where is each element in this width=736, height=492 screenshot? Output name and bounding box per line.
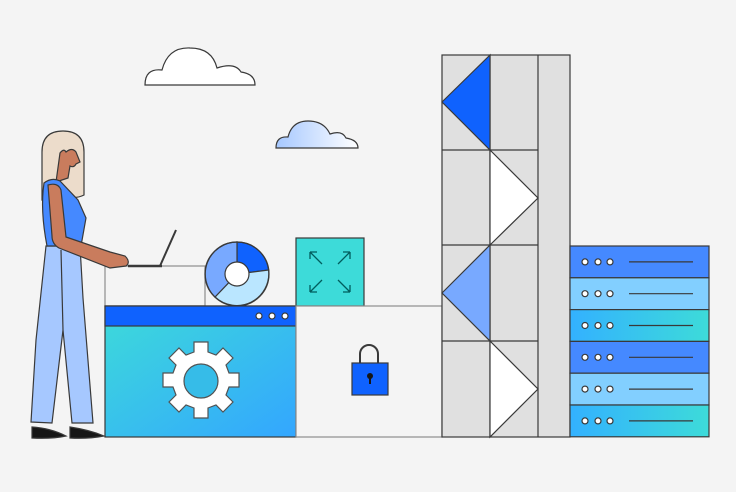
arm bbox=[47, 183, 129, 269]
lock-box bbox=[295, 305, 443, 438]
server-led bbox=[606, 321, 614, 330]
server-led bbox=[606, 258, 614, 266]
triangle bbox=[489, 339, 539, 439]
server-led bbox=[606, 290, 614, 298]
laptop-icon bbox=[128, 229, 177, 268]
server-led bbox=[581, 417, 589, 425]
settings-window bbox=[104, 305, 297, 438]
tower bbox=[441, 53, 571, 439]
server-row bbox=[569, 277, 710, 311]
server-led bbox=[581, 321, 589, 330]
window-dot bbox=[255, 312, 263, 320]
window-dot bbox=[281, 312, 289, 320]
expand-arrows-icon bbox=[295, 237, 365, 307]
person bbox=[30, 130, 129, 439]
server-led bbox=[606, 385, 614, 393]
legs-feet bbox=[31, 426, 107, 439]
server-led bbox=[594, 385, 602, 393]
server-led bbox=[594, 353, 602, 361]
server-row bbox=[569, 245, 710, 279]
server-row bbox=[569, 340, 710, 374]
server-led bbox=[594, 417, 602, 425]
back-box bbox=[104, 265, 206, 307]
pants bbox=[30, 245, 94, 424]
server-rack-icon bbox=[569, 245, 710, 438]
server-led bbox=[581, 290, 589, 298]
donut-chart-icon bbox=[204, 241, 270, 307]
cloud-icon bbox=[275, 120, 359, 149]
server-led bbox=[581, 353, 589, 361]
server-led bbox=[581, 258, 589, 266]
server-led bbox=[594, 321, 602, 330]
lock-icon bbox=[351, 344, 389, 396]
triangle bbox=[441, 53, 491, 152]
triangle bbox=[489, 148, 539, 247]
cloud-icon bbox=[144, 47, 256, 86]
window-dot bbox=[268, 312, 276, 320]
server-led bbox=[606, 353, 614, 361]
face bbox=[55, 148, 81, 183]
server-led bbox=[594, 290, 602, 298]
triangle bbox=[441, 243, 491, 343]
server-row bbox=[569, 372, 710, 406]
server-led bbox=[581, 385, 589, 393]
gear-icon bbox=[162, 341, 240, 419]
server-led bbox=[606, 417, 614, 425]
server-led bbox=[594, 258, 602, 266]
server-row bbox=[569, 309, 710, 343]
server-row bbox=[569, 404, 710, 438]
